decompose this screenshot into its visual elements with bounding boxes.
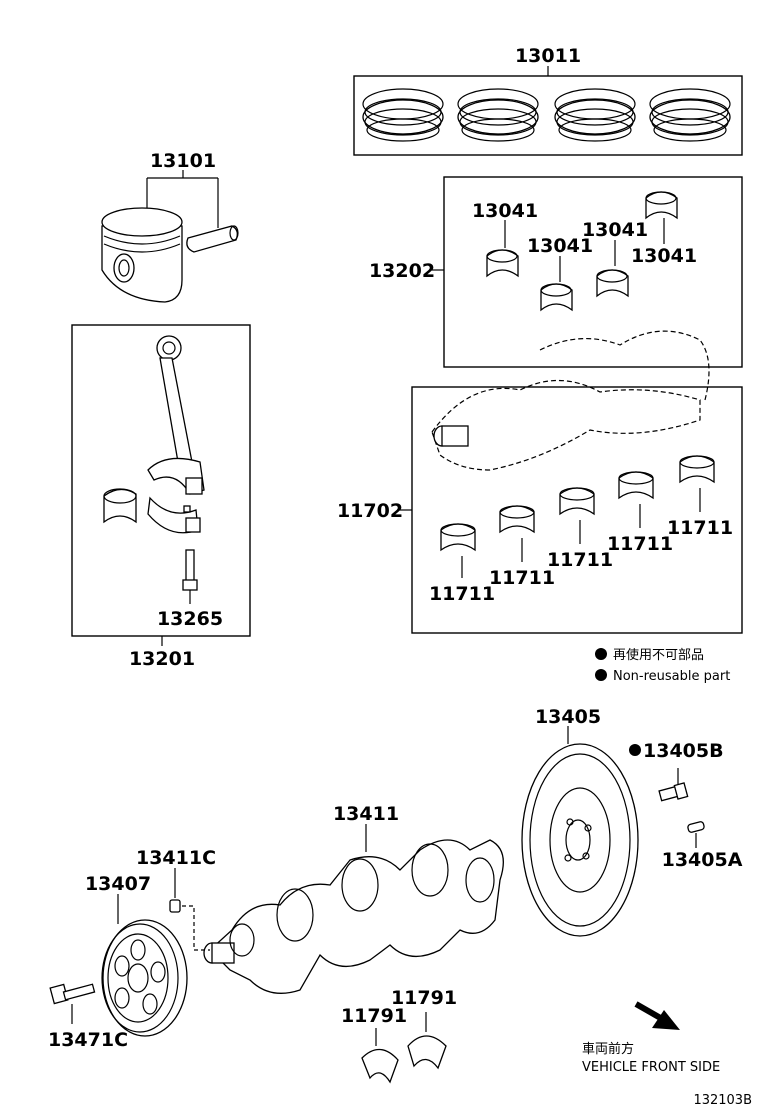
label-11711-d: 11711	[607, 533, 673, 555]
label-13405: 13405	[535, 706, 601, 728]
piston-ring-set[interactable]	[353, 66, 743, 156]
label-13407: 13407	[85, 873, 151, 895]
crankshaft-bearing-set[interactable]	[400, 379, 743, 634]
label-13201: 13201	[129, 648, 195, 670]
thrust-washer-1[interactable]	[361, 1028, 399, 1084]
thrust-washer-2[interactable]	[407, 1012, 447, 1070]
label-13041-a: 13041	[472, 200, 538, 222]
legend-jp: 再使用不可部品	[613, 647, 704, 663]
piston-with-pin[interactable]	[101, 170, 239, 303]
label-11702: 11702	[337, 500, 403, 522]
label-11711-c: 11711	[547, 549, 613, 571]
crankshaft-key[interactable]	[169, 868, 210, 951]
legend: 再使用不可部品 Non-reusable part	[595, 647, 730, 684]
label-11791-a: 11791	[341, 1005, 407, 1027]
label-11791-b: 11791	[391, 987, 457, 1009]
diagram-id: 132103B	[693, 1093, 752, 1108]
flywheel[interactable]	[521, 726, 639, 937]
label-13041-d: 13041	[631, 245, 697, 267]
label-13101: 13101	[150, 150, 216, 172]
direction-jp: 車両前方	[582, 1041, 634, 1057]
flywheel-bolt[interactable]	[658, 768, 689, 802]
label-13405B: 13405B	[643, 740, 724, 762]
crankshaft[interactable]	[203, 824, 504, 994]
label-11711-b: 11711	[489, 567, 555, 589]
non-reusable-dot-icon	[629, 744, 641, 756]
label-11711-e: 11711	[667, 517, 733, 539]
label-11711-a: 11711	[429, 583, 495, 605]
label-13041-c: 13041	[582, 219, 648, 241]
legend-en: Non-reusable part	[613, 669, 730, 684]
direction-en: VEHICLE FRONT SIDE	[582, 1060, 720, 1075]
non-reusable-dot-icon	[595, 648, 607, 660]
label-13411: 13411	[333, 803, 399, 825]
pulley-bolt[interactable]	[49, 983, 96, 1024]
label-13265: 13265	[157, 608, 223, 630]
label-13411C: 13411C	[136, 847, 216, 869]
flywheel-dowel-pin[interactable]	[687, 821, 705, 848]
label-13011: 13011	[515, 45, 581, 67]
crankshaft-pulley[interactable]	[101, 894, 188, 1037]
label-13405A: 13405A	[662, 849, 743, 871]
connecting-rod-assembly[interactable]	[71, 324, 251, 646]
label-13041-b: 13041	[527, 235, 593, 257]
vehicle-front-arrow-icon	[634, 1001, 680, 1030]
label-13471C: 13471C	[48, 1029, 128, 1051]
non-reusable-dot-icon	[595, 669, 607, 681]
connecting-rod-bearing-set[interactable]	[432, 176, 743, 401]
label-13202: 13202	[369, 260, 435, 282]
